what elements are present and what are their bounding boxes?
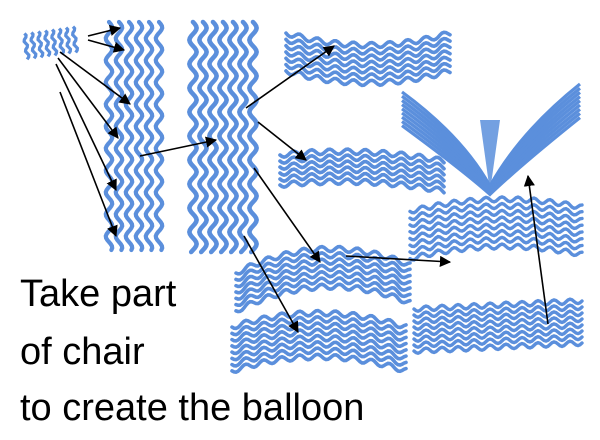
arc-band-lower (234, 244, 412, 314)
arrow-lower-to-dome (345, 255, 452, 268)
balloon-dome-band (408, 195, 584, 262)
arc-band-bottom (230, 308, 408, 375)
small-swatch (22, 25, 80, 61)
arrow-swatch-to-strip-2 (87, 39, 126, 53)
arrow-to-arc-lower (253, 167, 321, 263)
arc-band-top (284, 30, 452, 88)
arrow-to-arc-middle (257, 121, 307, 161)
arrow-to-arc-top (245, 45, 335, 109)
arrow-up-to-neck (523, 174, 549, 325)
thin-vertical-strip (103, 19, 165, 253)
arrow-to-arc-bottom (243, 235, 299, 333)
balloon-wide-band (412, 297, 584, 355)
arrow-swatch-to-strip-6 (59, 91, 118, 238)
arrow-swatch-to-strip-4 (57, 57, 119, 139)
balloon-neck (401, 82, 581, 197)
arrow-swatch-to-strip-3 (59, 51, 131, 105)
arrow-swatch-to-strip-5 (55, 63, 117, 192)
caption-line-3: to create the balloon (20, 387, 365, 429)
arrow-swatch-to-strip-1 (87, 25, 122, 37)
arc-band-middle (278, 147, 446, 195)
caption-line-1: Take part (20, 273, 177, 315)
arrow-strip-to-strip (139, 136, 218, 157)
caption-line-2: of chair (20, 331, 145, 373)
wide-vertical-strip (187, 19, 259, 255)
